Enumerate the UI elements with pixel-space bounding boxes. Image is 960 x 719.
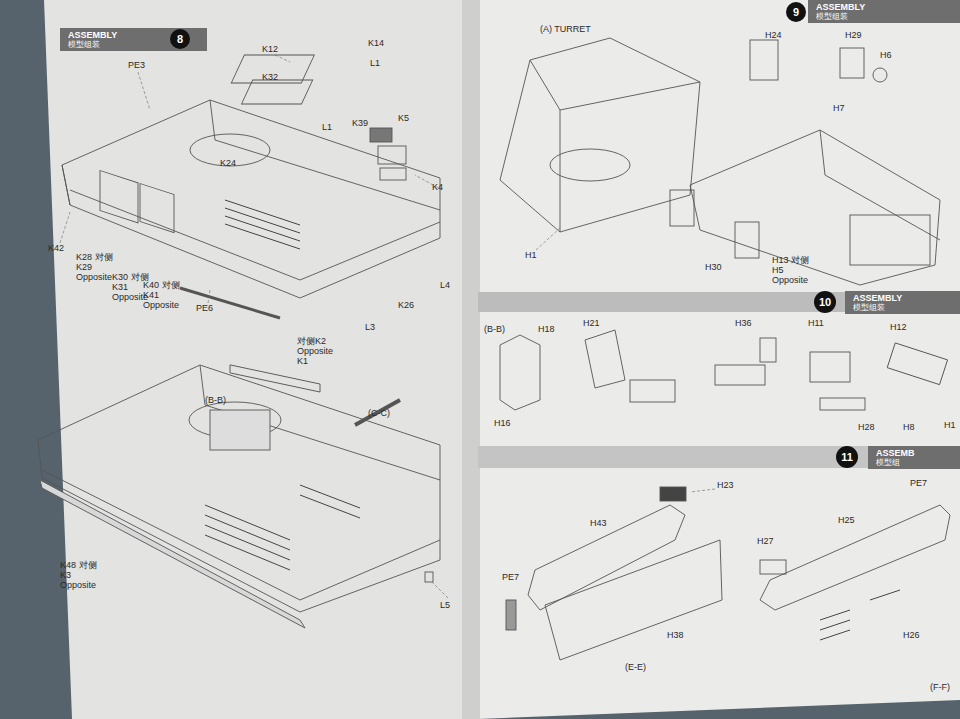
step-11-parts (506, 487, 950, 660)
part-label: H27 (757, 536, 774, 546)
assembly-header: ASSEMBLY模型组装 (845, 291, 960, 314)
part-label: 对侧K2 Opposite K1 (297, 336, 341, 366)
part-label: K40 对侧K41 Opposite (143, 280, 187, 310)
part-label: L3 (365, 322, 375, 332)
step-number: 8 (170, 29, 190, 49)
part-label: L1 (370, 58, 380, 68)
hull-upper (62, 55, 440, 318)
header-text: 模型组装 (816, 12, 952, 21)
part-label: K24 (220, 158, 236, 168)
part-label: PE7 (910, 478, 927, 488)
part-label: H43 (590, 518, 607, 528)
part-label: H7 (833, 103, 845, 113)
header-text: 模型组装 (853, 303, 952, 312)
part-label: K32 (262, 72, 278, 82)
part-label: PE7 (502, 572, 519, 582)
leader-lines (60, 55, 715, 598)
part-label: L5 (440, 600, 450, 610)
part-label: H26 (903, 630, 920, 640)
part-label: H1 (944, 420, 956, 430)
part-label: PE3 (128, 60, 145, 70)
part-label: K42 (48, 243, 64, 253)
part-label: H13 对侧H5 Opposite (772, 255, 816, 285)
part-label: (B-B) (205, 395, 226, 405)
step-number: 9 (786, 2, 806, 22)
part-label: H21 (583, 318, 600, 328)
part-label: H1 (525, 250, 537, 260)
part-label: H12 (890, 322, 907, 332)
part-label: K48 对侧K3 Opposite (60, 560, 104, 590)
header-text: 模型组 (876, 458, 952, 467)
part-label: L1 (322, 122, 332, 132)
gutter-shadow (462, 0, 480, 719)
part-label: H24 (765, 30, 782, 40)
part-label: K4 (432, 182, 443, 192)
part-label: L4 (440, 280, 450, 290)
turret (500, 38, 940, 285)
step-number: 11 (836, 446, 858, 468)
part-label: K5 (398, 113, 409, 123)
step-digit: 11 (841, 451, 853, 463)
part-label: (A) TURRET (540, 24, 591, 34)
part-label: H8 (903, 422, 915, 432)
right-page (476, 0, 960, 719)
header-text: ASSEMBLY (853, 293, 952, 303)
part-label: H18 (538, 324, 555, 334)
hull-lower (38, 365, 440, 628)
header-text: ASSEMB (876, 448, 952, 458)
part-label: (C-C) (368, 408, 390, 418)
part-label: (F-F) (930, 682, 950, 692)
part-label: H29 (845, 30, 862, 40)
part-label: H25 (838, 515, 855, 525)
part-label: K26 (398, 300, 414, 310)
step-bar (478, 292, 845, 312)
assembly-header: ASSEMBLY模型组装 (808, 0, 960, 23)
part-label: H30 (705, 262, 722, 272)
step-10-parts (500, 330, 948, 410)
part-label: (E-E) (625, 662, 646, 672)
left-page (44, 0, 472, 719)
step-digit: 10 (819, 296, 831, 308)
assembly-header: ASSEMB模型组 (868, 446, 960, 469)
step-digit: 9 (793, 6, 799, 18)
part-label: PE6 (196, 303, 213, 313)
step-bar (478, 446, 868, 468)
part-label: H11 (808, 318, 824, 328)
step-number: 10 (814, 291, 836, 313)
part-label: H38 (667, 630, 684, 640)
part-label: H6 (880, 50, 892, 60)
part-label: K39 (352, 118, 368, 128)
part-label: H36 (735, 318, 752, 328)
part-label: K12 (262, 44, 278, 54)
part-label: (B-B) (484, 324, 505, 334)
part-label: H28 (858, 422, 875, 432)
part-label: K14 (368, 38, 384, 48)
part-label: H16 (494, 418, 511, 428)
header-text: ASSEMBLY (816, 2, 952, 12)
step-digit: 8 (177, 33, 183, 45)
part-label: H23 (717, 480, 734, 490)
